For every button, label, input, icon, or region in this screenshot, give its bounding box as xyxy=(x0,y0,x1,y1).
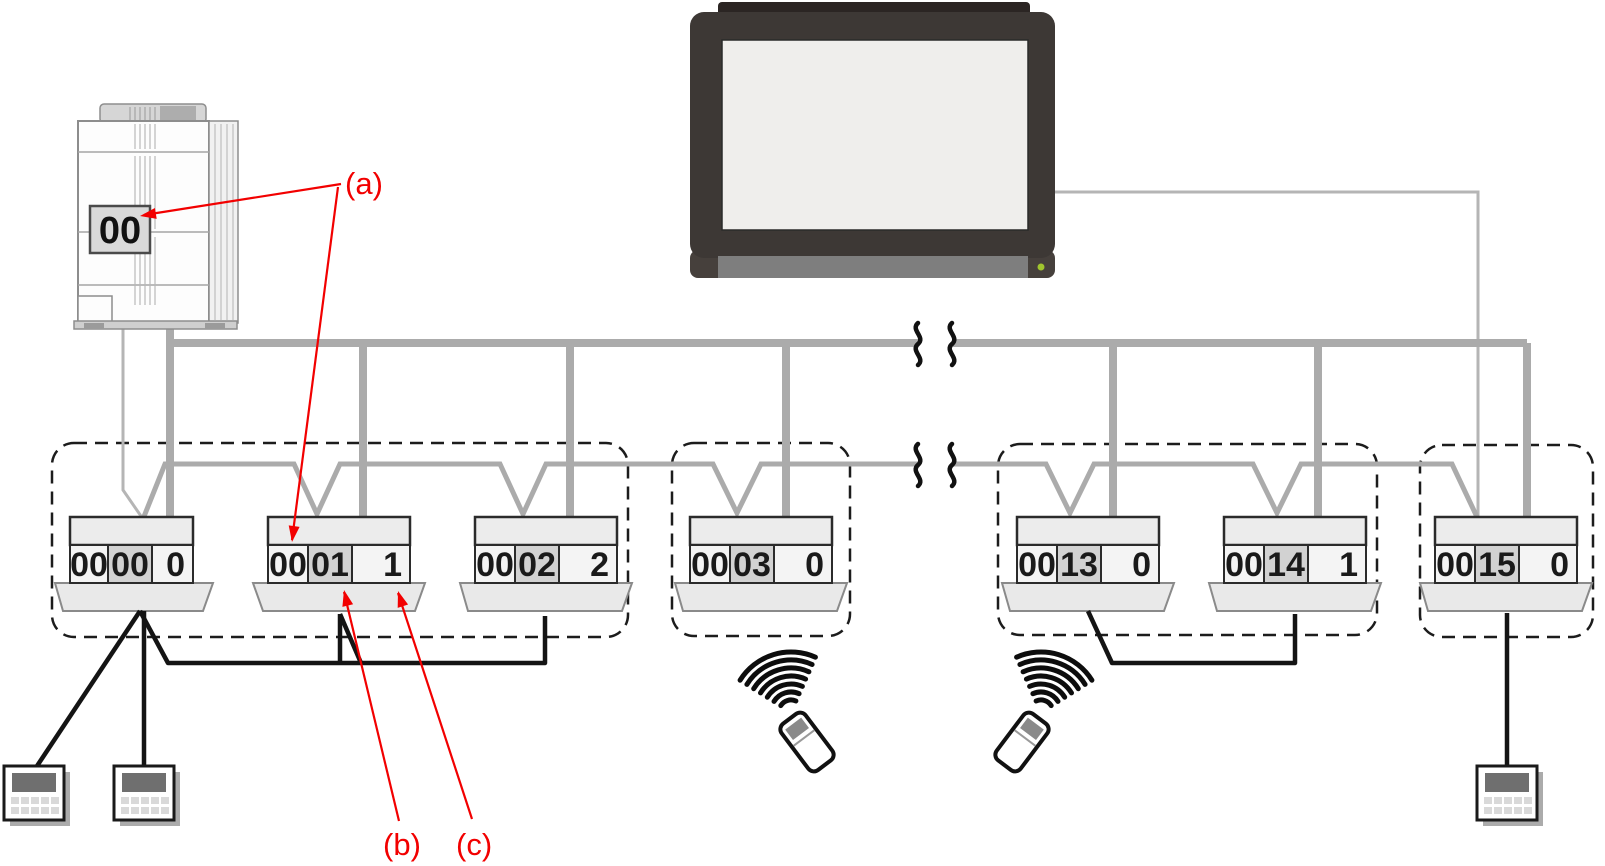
unit02-unit-address: 02 xyxy=(518,546,556,584)
central-controller-screen xyxy=(721,39,1029,231)
outdoor-unit-corner-box xyxy=(77,295,113,324)
arrowhead-a1 xyxy=(140,208,157,219)
unit13-unit-address: 13 xyxy=(1060,546,1098,584)
indoor-unit-00: 00 00 0 xyxy=(53,515,215,612)
outdoor-thin-wire xyxy=(121,328,145,520)
line-break-symbols xyxy=(913,320,957,489)
indoor-unit-13: 00 13 0 xyxy=(1000,515,1176,612)
outdoor-unit-address-plate xyxy=(88,204,152,255)
wired-remote-controller-2 xyxy=(112,764,180,826)
unit01-system-address: 00 xyxy=(269,546,307,584)
transmission-wiring xyxy=(121,190,1531,521)
outdoor-unit-grille xyxy=(134,124,156,305)
unit03-group-address: 0 xyxy=(805,546,824,584)
unit13-group-address: 0 xyxy=(1132,546,1151,584)
group-line-left xyxy=(140,461,918,520)
unit14-system-address: 00 xyxy=(1225,546,1263,584)
unit01-unit-address: 01 xyxy=(311,546,349,584)
signal-waves-2 xyxy=(1014,649,1095,709)
remote2-keypad xyxy=(121,797,169,814)
controller-wire xyxy=(1055,190,1480,516)
annotation-b-line xyxy=(342,591,401,822)
break-symbol-bus-2 xyxy=(947,320,957,368)
unit01-branch-wire xyxy=(337,613,364,664)
central-controller-bottom-bar xyxy=(718,256,1028,278)
wireless-remote1-display xyxy=(785,717,809,741)
unit15-system-address: 00 xyxy=(1436,546,1474,584)
remote3-display xyxy=(1485,773,1529,792)
wired-remote1-wire xyxy=(35,609,142,768)
group-box-2 xyxy=(670,441,852,638)
remote-controller-wiring xyxy=(35,609,1510,768)
unit03-system-address: 00 xyxy=(691,546,729,584)
break-symbol-bus-1 xyxy=(913,320,923,368)
power-led xyxy=(1037,263,1045,271)
arrowhead-b xyxy=(342,590,354,607)
central-controller xyxy=(690,2,1055,278)
group3-chain-wire xyxy=(1085,610,1298,666)
group-box-3 xyxy=(996,442,1379,637)
indoor-unit-03: 00 03 0 xyxy=(673,515,849,612)
indoor-unit-15: 00 15 0 xyxy=(1418,515,1594,612)
remote1-keypad xyxy=(11,797,59,814)
outdoor-unit-address-label: 00 xyxy=(99,210,141,252)
wireless-remote2-display xyxy=(1020,717,1044,741)
remote1-display xyxy=(12,773,56,792)
annotation-c-label: (c) xyxy=(456,827,492,862)
remote3-keypad xyxy=(1484,797,1532,814)
annotation-c-line xyxy=(396,592,474,820)
unit00-unit-address: 00 xyxy=(111,546,149,584)
annotations: (a) (b) (c) xyxy=(140,166,492,862)
indoor-unit-02: 00 02 2 xyxy=(458,515,634,612)
annotation-a-label: (a) xyxy=(345,166,383,201)
break-symbol-group-1 xyxy=(913,441,923,489)
unit13-system-address: 00 xyxy=(1018,546,1056,584)
unit03-unit-address: 03 xyxy=(733,546,771,584)
unit14-group-address: 1 xyxy=(1339,546,1358,584)
remote2-display xyxy=(122,773,166,792)
wired-remote-controller-1 xyxy=(2,764,70,826)
signal-waves-1 xyxy=(737,649,818,709)
annotation-a-line-to-unit01 xyxy=(290,186,340,541)
break-symbol-group-2 xyxy=(947,441,957,489)
unit01-group-address: 1 xyxy=(383,546,402,584)
outdoor-unit-base xyxy=(73,320,238,330)
group-line-right xyxy=(953,461,1480,519)
unit02-system-address: 00 xyxy=(476,546,514,584)
outdoor-unit-fan-cap-dark xyxy=(160,106,196,121)
unit00-system-address: 00 xyxy=(70,546,108,584)
arrowhead-c xyxy=(397,591,409,608)
outdoor-unit: 00 xyxy=(73,103,239,330)
indoor-unit-14: 00 14 1 xyxy=(1207,515,1383,612)
unit00-group-address: 0 xyxy=(166,546,185,584)
unit14-unit-address: 14 xyxy=(1267,546,1305,584)
unit15-unit-address: 15 xyxy=(1478,546,1516,584)
wired-remote-controller-3 xyxy=(1475,764,1543,826)
unit02-group-address: 2 xyxy=(590,546,609,584)
group1-chain-wire xyxy=(138,609,548,666)
wireless-remote-controller-2 xyxy=(993,649,1095,774)
outdoor-unit-side-panel xyxy=(208,120,239,324)
arrowhead-a2 xyxy=(288,525,300,542)
annotation-a-line-to-plate xyxy=(143,182,342,217)
annotation-b-label: (b) xyxy=(383,827,421,862)
wireless-remote-controller-1 xyxy=(737,649,836,774)
unit15-group-address: 0 xyxy=(1550,546,1569,584)
